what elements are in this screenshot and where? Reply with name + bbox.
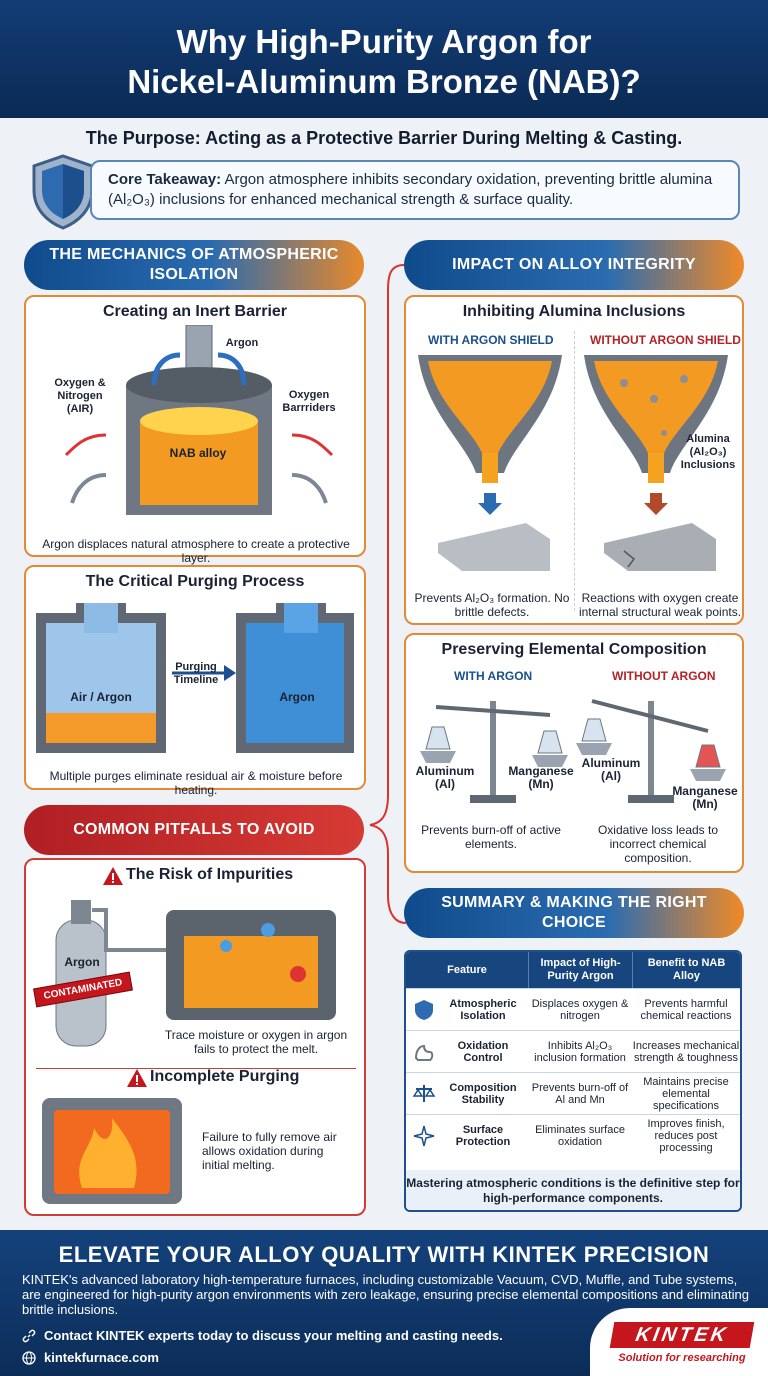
contact-row[interactable]: Contact KINTEK experts today to discuss … bbox=[22, 1328, 503, 1343]
crucible-illustration bbox=[64, 325, 334, 515]
alumina-divider bbox=[574, 331, 575, 611]
table-footer: Mastering atmospheric conditions is the … bbox=[406, 1170, 740, 1210]
link-icon bbox=[22, 1329, 36, 1342]
manganese-label-1: Manganese (Mn) bbox=[508, 764, 574, 791]
balance-scales-illustration bbox=[420, 699, 726, 803]
website-link[interactable]: kintekfurnace.com bbox=[44, 1350, 159, 1365]
inert-barrier-panel: Creating an Inert Barrier Argon Oxygen &… bbox=[24, 295, 366, 565]
row-impact: Inhibits Al₂O₃ inclusion formation bbox=[534, 1040, 626, 1064]
page-title-line2: Nickel-Aluminum Bronze (NAB)? bbox=[127, 63, 641, 100]
impact-pill: IMPACT ON ALLOY INTEGRITY bbox=[404, 240, 744, 290]
row-benefit: Prevents harmful chemical reactions bbox=[640, 998, 732, 1022]
without-argon-label: WITHOUT ARGON bbox=[612, 669, 716, 683]
kintek-logo: KINTEK Solution for researching bbox=[590, 1308, 768, 1376]
contact-text[interactable]: Contact KINTEK experts today to discuss … bbox=[44, 1328, 503, 1343]
pitfalls-pill: COMMON PITFALLS TO AVOID bbox=[24, 805, 364, 855]
table-row: Atmospheric Isolation Displaces oxygen &… bbox=[406, 988, 740, 1030]
purging-caption: Multiple purges eliminate residual air &… bbox=[49, 769, 343, 797]
oxygen-nitrogen-label: Oxygen & Nitrogen (AIR) bbox=[54, 377, 106, 415]
mechanics-pill: THE MECHANICS OF ATMOSPHERIC ISOLATION bbox=[24, 240, 364, 290]
row-impact: Displaces oxygen & nitrogen bbox=[531, 998, 629, 1022]
table-header-benefit: Benefit to NAB Alloy bbox=[632, 952, 740, 988]
purging-title: The Critical Purging Process bbox=[85, 573, 305, 590]
alumina-panel: Inhibiting Alumina Inclusions WITH ARGON… bbox=[404, 295, 744, 625]
section-connector bbox=[369, 264, 407, 924]
pitfalls-panel: The Risk of Impurities Argon CONTAMINATE… bbox=[24, 858, 366, 1216]
oxygen-barriers-label: Oxygen Barrriders bbox=[282, 389, 336, 414]
alumina-title: Inhibiting Alumina Inclusions bbox=[462, 303, 686, 320]
row-feature: Atmospheric Isolation bbox=[449, 998, 517, 1022]
air-argon-label: Air / Argon bbox=[70, 690, 132, 704]
composition-title: Preserving Elemental Composition bbox=[441, 641, 707, 658]
muscle-icon bbox=[414, 1044, 434, 1061]
nab-alloy-label: NAB alloy bbox=[169, 446, 227, 460]
website-row[interactable]: kintekfurnace.com bbox=[22, 1350, 159, 1365]
argon-label: Argon bbox=[225, 337, 259, 349]
summary-table: Feature Impact of High-Purity Argon Bene… bbox=[404, 950, 742, 1212]
purpose-heading: The Purpose: Acting as a Protective Barr… bbox=[85, 128, 683, 148]
with-argon-shield-label: WITH ARGON SHIELD bbox=[428, 333, 554, 347]
row-benefit: Improves finish, reduces post processing bbox=[647, 1118, 725, 1154]
warning-icon-2 bbox=[127, 1069, 147, 1087]
incomplete-purging-title: Incomplete Purging bbox=[150, 1068, 300, 1085]
scale-icon bbox=[412, 1085, 436, 1102]
with-argon-caption: Prevents burn-off of active elements. bbox=[421, 823, 561, 851]
argon-cylinder-label: Argon bbox=[64, 955, 100, 969]
row-feature: Surface Protection bbox=[455, 1124, 511, 1148]
shield-icon bbox=[415, 1000, 433, 1020]
aluminum-label-1: Aluminum (Al) bbox=[415, 764, 475, 791]
footer-description: KINTEK's advanced laboratory high-temper… bbox=[22, 1272, 749, 1317]
warning-icon bbox=[103, 867, 123, 885]
with-argon-label: WITH ARGON bbox=[454, 669, 533, 683]
takeaway-label: Core Takeaway: bbox=[108, 171, 222, 188]
row-benefit: Maintains precise elemental specificatio… bbox=[643, 1076, 729, 1112]
globe-icon bbox=[22, 1350, 36, 1365]
impurities-title: The Risk of Impurities bbox=[126, 866, 294, 883]
table-header-feature: Feature bbox=[406, 952, 528, 988]
incomplete-purging-caption: Failure to fully remove air allows oxida… bbox=[202, 1130, 337, 1172]
aluminum-label-2: Aluminum (Al) bbox=[581, 756, 641, 783]
composition-panel: Preserving Elemental Composition WITH AR… bbox=[404, 633, 744, 873]
summary-pill: SUMMARY & MAKING THE RIGHT CHOICE bbox=[404, 888, 744, 938]
purging-panel: The Critical Purging Process Air / Argon… bbox=[24, 565, 366, 797]
row-feature: Composition Stability bbox=[449, 1082, 517, 1106]
table-row: Surface Protection Eliminates surface ox… bbox=[406, 1114, 740, 1156]
row-benefit: Increases mechanical strength & toughnes… bbox=[632, 1040, 740, 1064]
logo-tagline: Solution for researching bbox=[618, 1352, 746, 1364]
argon-label-right: Argon bbox=[279, 690, 315, 704]
without-argon-caption: Oxidative loss leads to incorrect chemic… bbox=[597, 823, 719, 865]
furnace-flame-illustration bbox=[42, 1098, 182, 1204]
table-header-impact: Impact of High-Purity Argon bbox=[528, 952, 632, 988]
alumina-inclusions-label: Alumina (Al₂O₃) Inclusions bbox=[680, 433, 736, 471]
without-shield-caption: Reactions with oxygen create internal st… bbox=[578, 591, 742, 619]
pitfalls-divider bbox=[36, 1068, 356, 1069]
table-row: Oxidation Control Inhibits Al₂O₃ inclusi… bbox=[406, 1030, 740, 1072]
purging-illustration bbox=[36, 603, 354, 753]
sparkle-icon bbox=[413, 1125, 435, 1147]
table-row: Composition Stability Prevents burn-off … bbox=[406, 1072, 740, 1114]
inert-barrier-title: Creating an Inert Barrier bbox=[102, 303, 288, 320]
page-title-line1: Why High-Purity Argon for bbox=[176, 23, 592, 60]
core-takeaway-box: Core Takeaway: Argon atmosphere inhibits… bbox=[90, 160, 740, 220]
row-feature: Oxidation Control bbox=[457, 1040, 509, 1064]
manganese-label-2: Manganese (Mn) bbox=[672, 784, 738, 811]
contaminated-cylinder-illustration bbox=[55, 900, 336, 1047]
row-impact: Prevents burn-off of Al and Mn bbox=[531, 1082, 629, 1106]
footer-title: ELEVATE YOUR ALLOY QUALITY WITH KINTEK P… bbox=[58, 1242, 710, 1267]
page-header: Why High-Purity Argon for Nickel-Aluminu… bbox=[0, 0, 768, 118]
logo-name: KINTEK bbox=[609, 1322, 755, 1348]
without-argon-shield-label: WITHOUT ARGON SHIELD bbox=[590, 333, 741, 347]
with-shield-caption: Prevents Al₂O₃ formation. No brittle def… bbox=[414, 591, 570, 619]
impurities-caption: Trace moisture or oxygen in argon fails … bbox=[164, 1028, 348, 1056]
inert-barrier-caption: Argon displaces natural atmosphere to cr… bbox=[42, 537, 350, 565]
row-impact: Eliminates surface oxidation bbox=[535, 1124, 625, 1148]
takeaway-text: Argon atmosphere inhibits secondary oxid… bbox=[108, 171, 713, 208]
alumina-illustration bbox=[418, 355, 728, 571]
shield-icon bbox=[32, 154, 94, 230]
purging-timeline-label: Purging Timeline bbox=[173, 661, 219, 686]
